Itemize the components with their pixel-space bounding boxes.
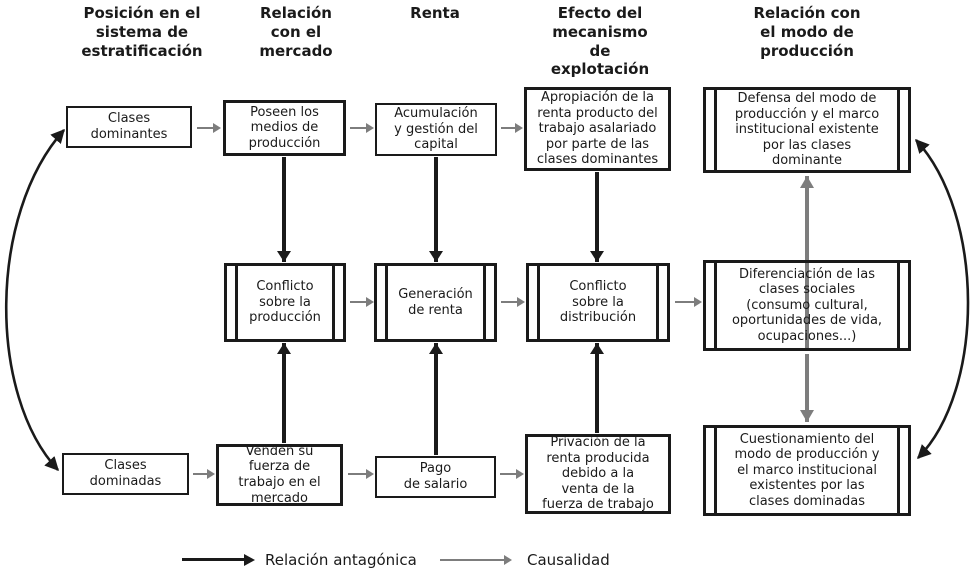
legend-causality-label: Causalidad [527, 551, 610, 569]
column-header-explotacion: Efecto del mecanismo de explotación [550, 4, 650, 79]
legend-antagonistic-label: Relación antagónica [265, 551, 417, 569]
causality-arrow-pago-privacion [500, 473, 516, 475]
box-pago-salario: Pago de salario [375, 456, 496, 498]
box-privacion: Privación de la renta producida debido a… [525, 434, 671, 514]
causality-arrow-diferenciacion-cuestionamiento [805, 354, 809, 422]
antagonistic-arrow-venden-conflicto [282, 343, 286, 443]
legend-antagonistic-arrow [182, 558, 244, 561]
box-generacion-renta: Generación de renta [374, 263, 497, 342]
causality-arrow-venden-pago [348, 473, 366, 475]
box-conflicto-distribucion: Conflicto sobre la distribución [526, 263, 670, 342]
antagonistic-arrow-apropiacion-distribucion [595, 172, 599, 262]
curve-antagonistic-left-arrow [4, 128, 65, 472]
legend-causality-arrow [440, 559, 504, 561]
antagonistic-arrow-acumulacion-generacion [434, 157, 438, 262]
causality-arrow-distribucion-diferenciacion [675, 301, 694, 303]
causality-arrow-dominantes-poseen [197, 127, 213, 129]
box-poseen-medios: Poseen los medios de producción [223, 100, 346, 156]
antagonistic-arrow-privacion-distribucion [595, 343, 599, 433]
antagonistic-arrow-poseen-conflicto [282, 157, 286, 262]
box-apropiacion: Apropiación de la renta producto del tra… [524, 87, 671, 171]
column-header-renta: Renta [410, 4, 460, 22]
box-clases-dominantes: Clases dominantes [66, 106, 192, 148]
column-header-modo-produccion: Relación con el modo de producción [753, 4, 861, 60]
causality-arrow-produccion-generacion [350, 301, 366, 303]
causality-arrow-poseen-acumulacion [350, 127, 366, 129]
box-cuestionamiento: Cuestionamiento del modo de producción y… [703, 425, 911, 516]
causality-line-through-box [805, 263, 809, 348]
box-conflicto-produccion: Conflicto sobre la producción [224, 263, 346, 342]
column-header-posicion: Posición en el sistema de estratificació… [81, 4, 203, 60]
causality-arrow-acumulacion-apropiacion [501, 127, 515, 129]
curve-antagonistic-right-arrow [915, 138, 970, 459]
box-clases-dominadas: Clases dominadas [62, 453, 189, 495]
box-defensa: Defensa del modo de producción y el marc… [703, 87, 911, 173]
causality-arrow-dominadas-venden [193, 473, 207, 475]
box-acumulacion: Acumulación y gestión del capital [375, 103, 497, 156]
box-diferenciacion: Diferenciación de las clases sociales (c… [703, 260, 911, 351]
box-venden-fuerza: Venden su fuerza de trabajo en el mercad… [216, 444, 343, 506]
column-header-mercado: Relación con el mercado [259, 4, 333, 60]
causality-arrow-diferenciacion-defensa [805, 176, 809, 260]
causality-arrow-generacion-distribucion [501, 301, 517, 303]
antagonistic-arrow-pago-generacion [434, 343, 438, 455]
